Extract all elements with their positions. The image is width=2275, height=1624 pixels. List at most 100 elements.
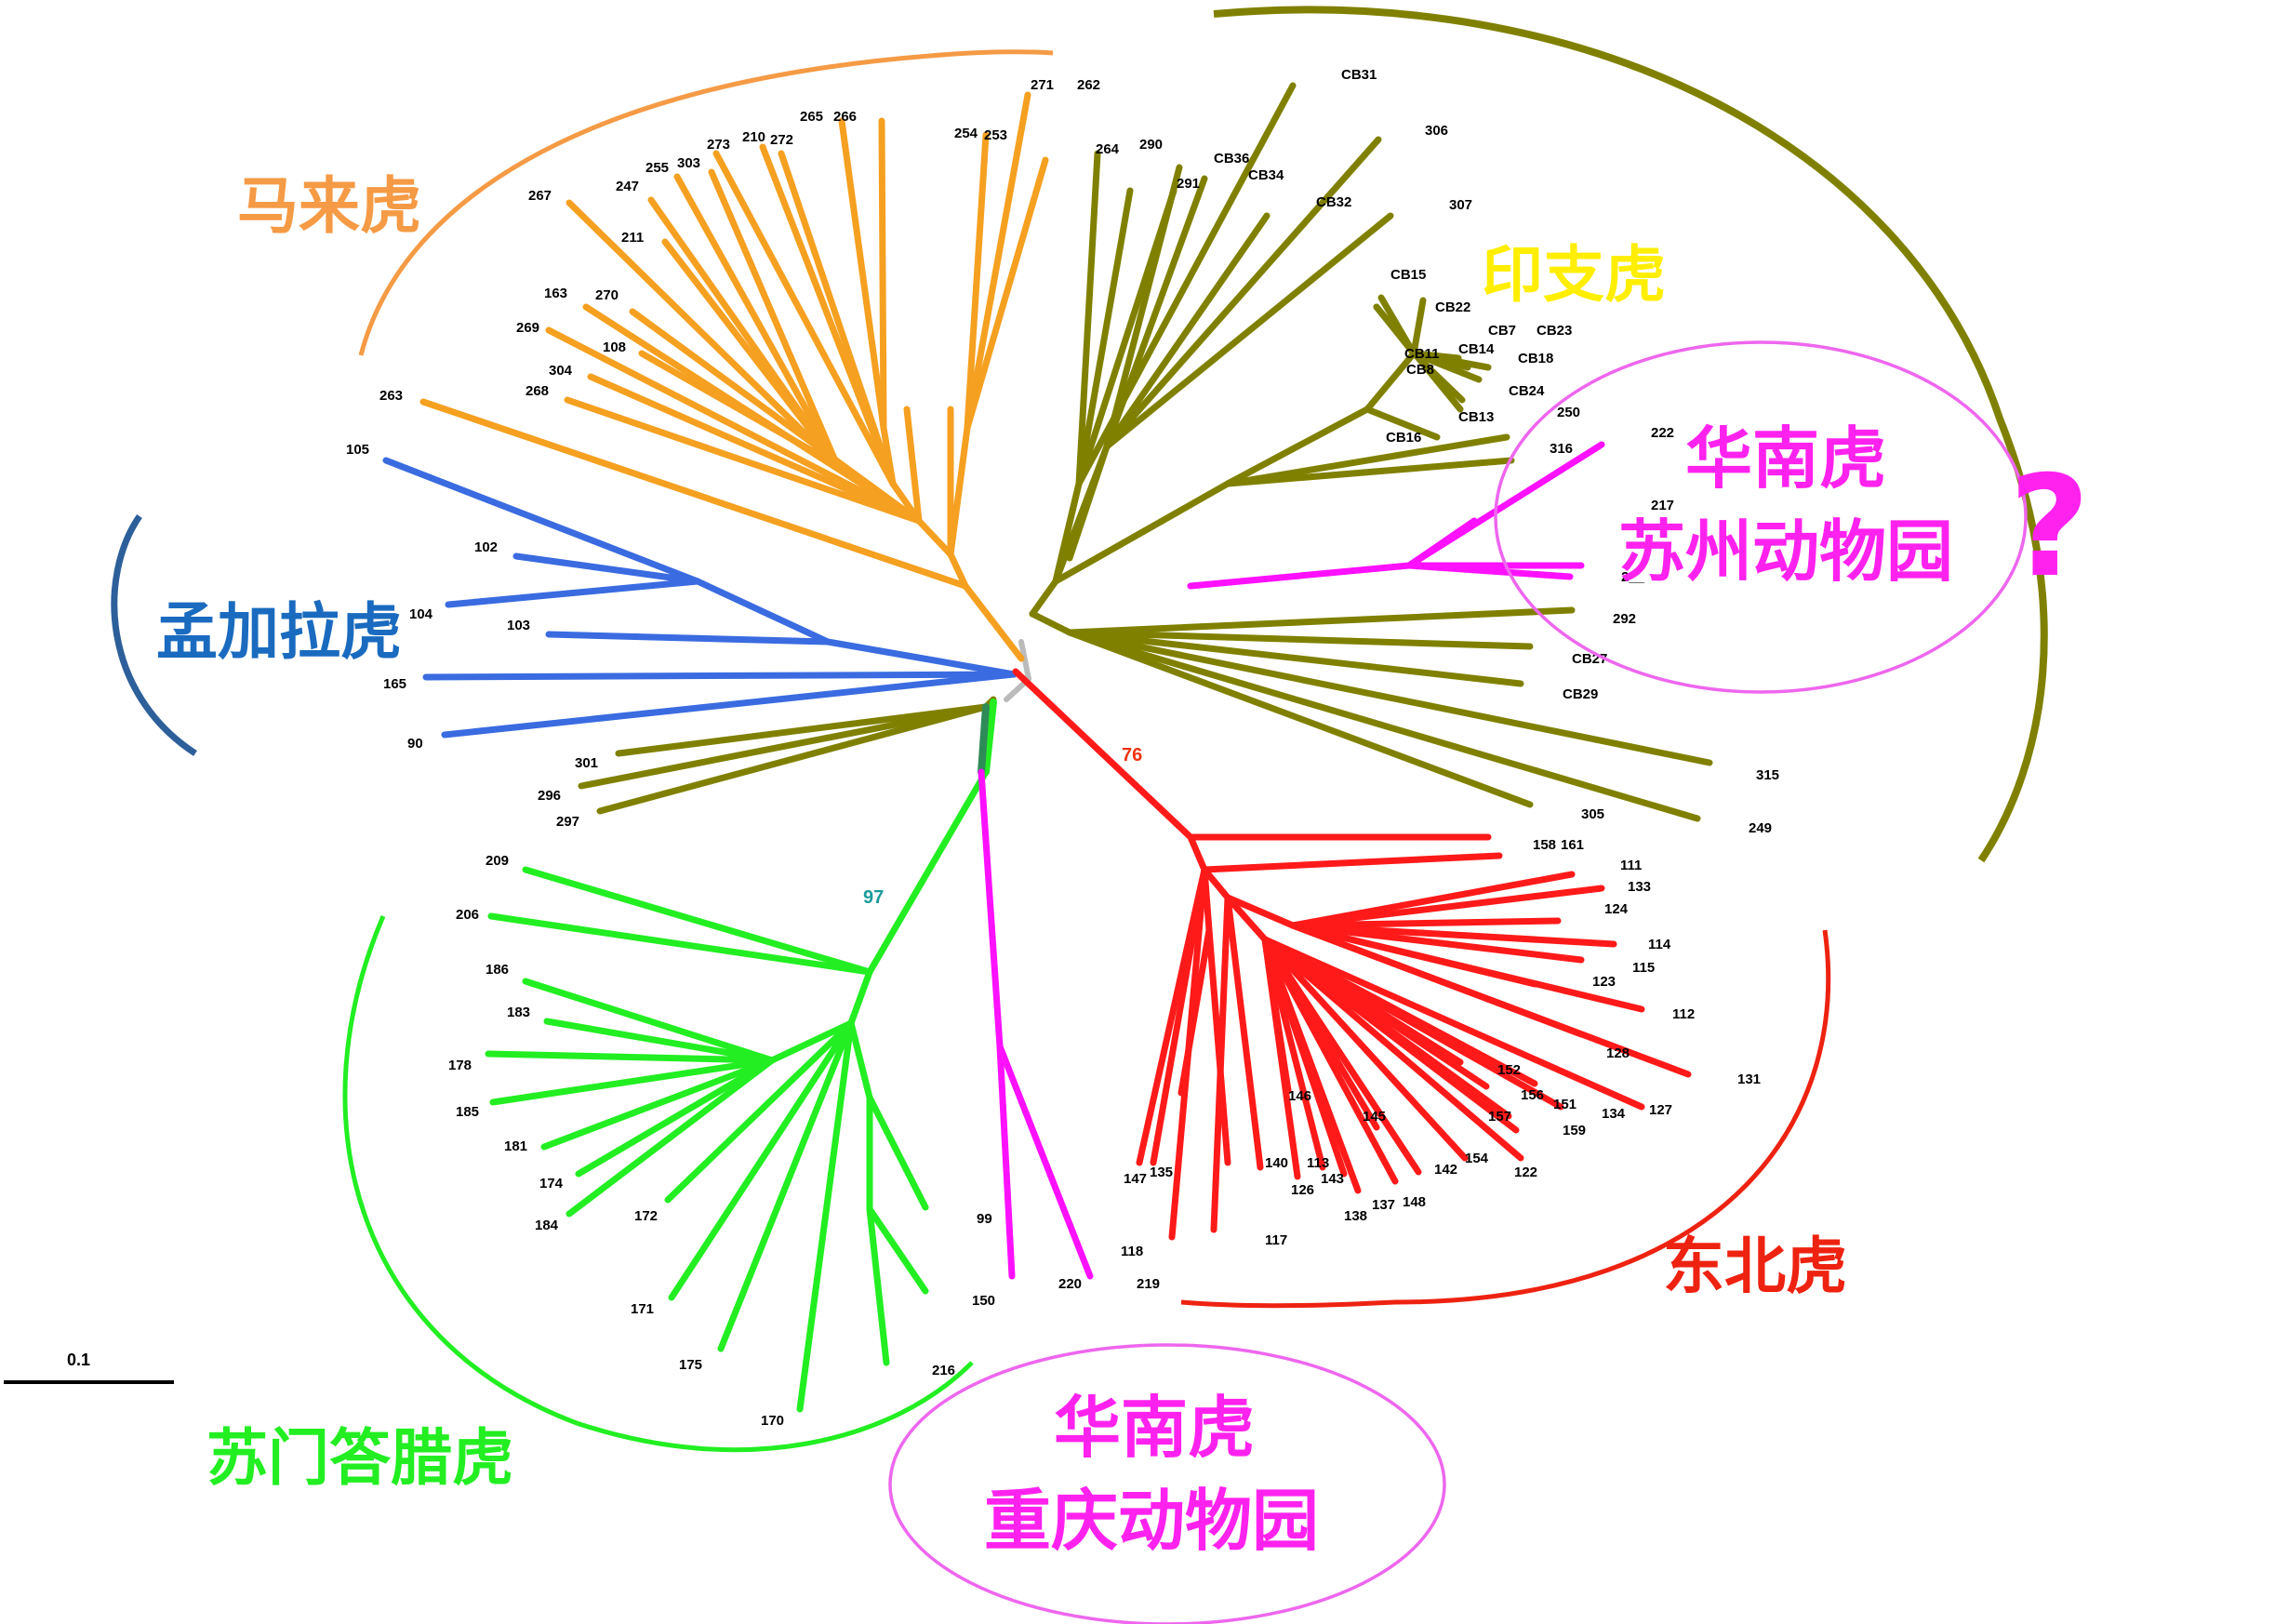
leaf-label-bengal: 105 — [346, 442, 369, 458]
leaf-label-malay: 270 — [595, 287, 619, 303]
leaf-label-sumatran: 175 — [679, 1357, 702, 1373]
branch-amur — [1224, 894, 1269, 943]
branch-amur — [1289, 922, 1645, 1013]
branch-sumatran — [768, 1019, 855, 1064]
branch-amur — [1289, 885, 1605, 929]
branch-malay — [629, 308, 923, 525]
leaf-label-amur: 115 — [1632, 960, 1655, 976]
leaf-label-malay: 210 — [742, 129, 765, 145]
branch-amur — [1201, 866, 1231, 901]
branch-sumatran — [866, 1205, 929, 1295]
branch-amur — [1261, 936, 1399, 1185]
leaf-label-indochinese: 250 — [1557, 405, 1580, 420]
branch-malay — [964, 156, 1049, 432]
branch-indochinese — [1066, 629, 1534, 650]
branch-bengal — [422, 671, 1018, 681]
leaf-label-amur: 134 — [1602, 1106, 1626, 1122]
branch-sumatran — [565, 1057, 776, 1218]
leaf-label-indochinese: CB24 — [1509, 383, 1545, 399]
branch-bengal — [545, 631, 832, 646]
leaf-label-indochinese: CB36 — [1214, 151, 1249, 166]
branch-amur — [1289, 922, 1617, 948]
branch-indochinese — [596, 703, 990, 815]
branch-amur — [1261, 936, 1524, 1162]
leaf-label-amur: 112 — [1672, 1006, 1695, 1022]
leaf-label-indochinese: 292 — [1613, 611, 1636, 627]
ellipse-suzhou — [1494, 340, 2028, 694]
branch-sumatran — [485, 1050, 776, 1064]
clade-label-south-china-suzhou-1: 华南虎 — [1685, 419, 1886, 498]
leaf-label-malay: 211 — [621, 230, 644, 246]
leaf-label-amur: 157 — [1488, 1109, 1511, 1125]
branch-root — [1018, 639, 1031, 682]
leaf-label-amur: 124 — [1604, 901, 1629, 917]
leaf-label-sumatran: 216 — [932, 1363, 955, 1378]
branch-indochinese — [1066, 606, 1576, 636]
leaf-label-malay: 266 — [833, 109, 857, 125]
branch-malay — [419, 398, 969, 590]
leaf-label-indochinese: 306 — [1425, 123, 1448, 139]
leaf-label-indochinese: 305 — [1581, 806, 1604, 822]
leaf-label-south_china_chongqing: 219 — [1137, 1276, 1160, 1292]
leaf-label-sumatran: 186 — [486, 962, 509, 978]
leaf-label-malay: 253 — [984, 127, 1007, 143]
leaf-label-amur: 147 — [1124, 1171, 1147, 1187]
leaf-label-sumatran: 181 — [504, 1138, 527, 1154]
leaf-label-south_china_suzhou: 222 — [1651, 425, 1674, 441]
branch-amur — [1261, 936, 1564, 1111]
leaf-label-sumatran: 183 — [507, 1005, 530, 1020]
branch-sumatran — [487, 912, 873, 976]
leaf-label-malay: 247 — [616, 179, 639, 194]
clade-label-amur: 东北虎 — [1663, 1231, 1847, 1302]
branch-indochinese — [1103, 175, 1208, 450]
branch-indochinese — [1224, 433, 1510, 487]
leaf-label-amur: 145 — [1363, 1109, 1386, 1125]
leaf-label-amur: 154 — [1465, 1151, 1489, 1166]
branch-amur — [1187, 833, 1208, 873]
branch-sumatran — [540, 1057, 776, 1151]
branch-amur — [1012, 668, 1194, 841]
leaf-label-malay: 271 — [1031, 77, 1054, 93]
leaf-label-indochinese: CB14 — [1458, 341, 1495, 357]
branch-sumatran — [866, 1094, 929, 1211]
branch-indochinese — [1364, 406, 1441, 441]
clade-label-sumatran: 苏门答腊虎 — [206, 1422, 513, 1494]
branch-bengal — [441, 671, 1018, 739]
branch-malay — [673, 173, 841, 469]
leaf-label-indochinese: CB32 — [1316, 194, 1351, 210]
branch-malay — [708, 168, 841, 469]
leaf-label-sumatran: 174 — [539, 1176, 564, 1191]
leaf-label-malay: 255 — [645, 160, 669, 176]
leaf-label-sumatran: 206 — [456, 907, 479, 923]
branch-malay — [661, 238, 841, 469]
leaf-label-amur: 143 — [1321, 1171, 1344, 1187]
branch-indochinese — [1066, 629, 1701, 822]
branch-malay — [915, 517, 954, 558]
question-mark: ? — [2009, 446, 2090, 608]
clade-label-malay: 马来虎 — [237, 170, 421, 242]
leaf-label-amur: 156 — [1521, 1087, 1544, 1103]
leaf-label-bengal: 90 — [407, 736, 423, 752]
leaf-label-malay: 273 — [707, 137, 730, 153]
branch-amur — [1261, 936, 1301, 1180]
leaf-label-sumatran: 209 — [486, 853, 509, 869]
leaf-label-south_china_suzhou: 217 — [1651, 498, 1674, 513]
branch-indochinese — [1364, 350, 1417, 413]
clade-label-south-china-chongqing-2: 重庆动物园 — [984, 1482, 1319, 1560]
arc-sumatran — [342, 915, 974, 1453]
branch-sumatran — [664, 1019, 855, 1204]
branch-amur — [1150, 866, 1208, 1166]
branch-south_china_chongqing — [996, 1043, 1094, 1280]
branch-amur — [1205, 926, 1231, 1166]
leaf-label-indochinese: 301 — [575, 755, 598, 771]
leaf-label-amur: 117 — [1265, 1232, 1287, 1248]
leaf-label-amur: 140 — [1265, 1155, 1288, 1171]
leaf-label-indochinese: 290 — [1139, 137, 1163, 153]
arc-amur — [1180, 929, 1831, 1309]
branch-bengal — [512, 552, 701, 585]
leaf-label-malay: 108 — [603, 339, 626, 355]
branch-malay — [964, 91, 1031, 432]
leaf-label-amur: 114 — [1648, 937, 1671, 952]
tree-branches — [382, 82, 1713, 1413]
